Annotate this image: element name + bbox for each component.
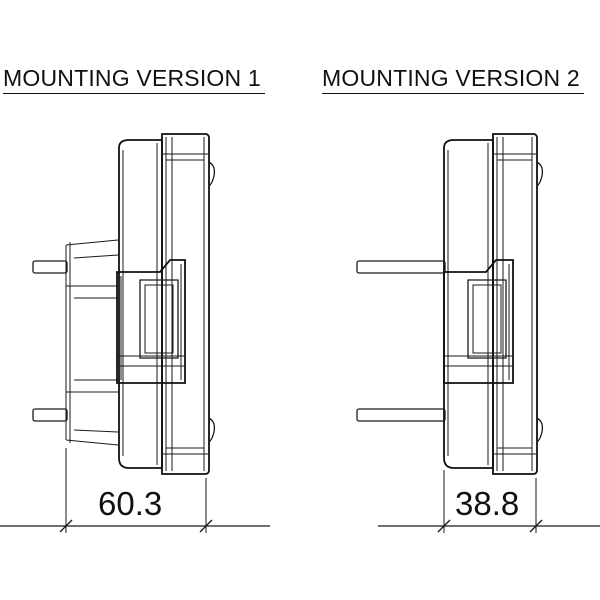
stud-bolts-v2 <box>356 260 446 422</box>
device-version-1 <box>32 133 216 475</box>
device-version-2 <box>356 133 544 475</box>
dimension-line-v2: 38.8 <box>378 470 600 533</box>
stud-bolts-v1 <box>32 260 68 422</box>
mounting-version-2-title: MOUNTING VERSION 2 <box>322 63 584 94</box>
dimension-value-v2: 38.8 <box>455 485 519 522</box>
housing-v2 <box>443 133 544 475</box>
housing-v1 <box>118 133 216 475</box>
dimension-line-v1: 60.3 <box>0 448 270 533</box>
dimension-value-v1: 60.3 <box>98 485 162 522</box>
clip-v2 <box>443 259 514 384</box>
rear-bracket-v1 <box>65 239 119 446</box>
clip-v1 <box>116 259 186 384</box>
mounting-version-1-title: MOUNTING VERSION 1 <box>3 63 265 94</box>
